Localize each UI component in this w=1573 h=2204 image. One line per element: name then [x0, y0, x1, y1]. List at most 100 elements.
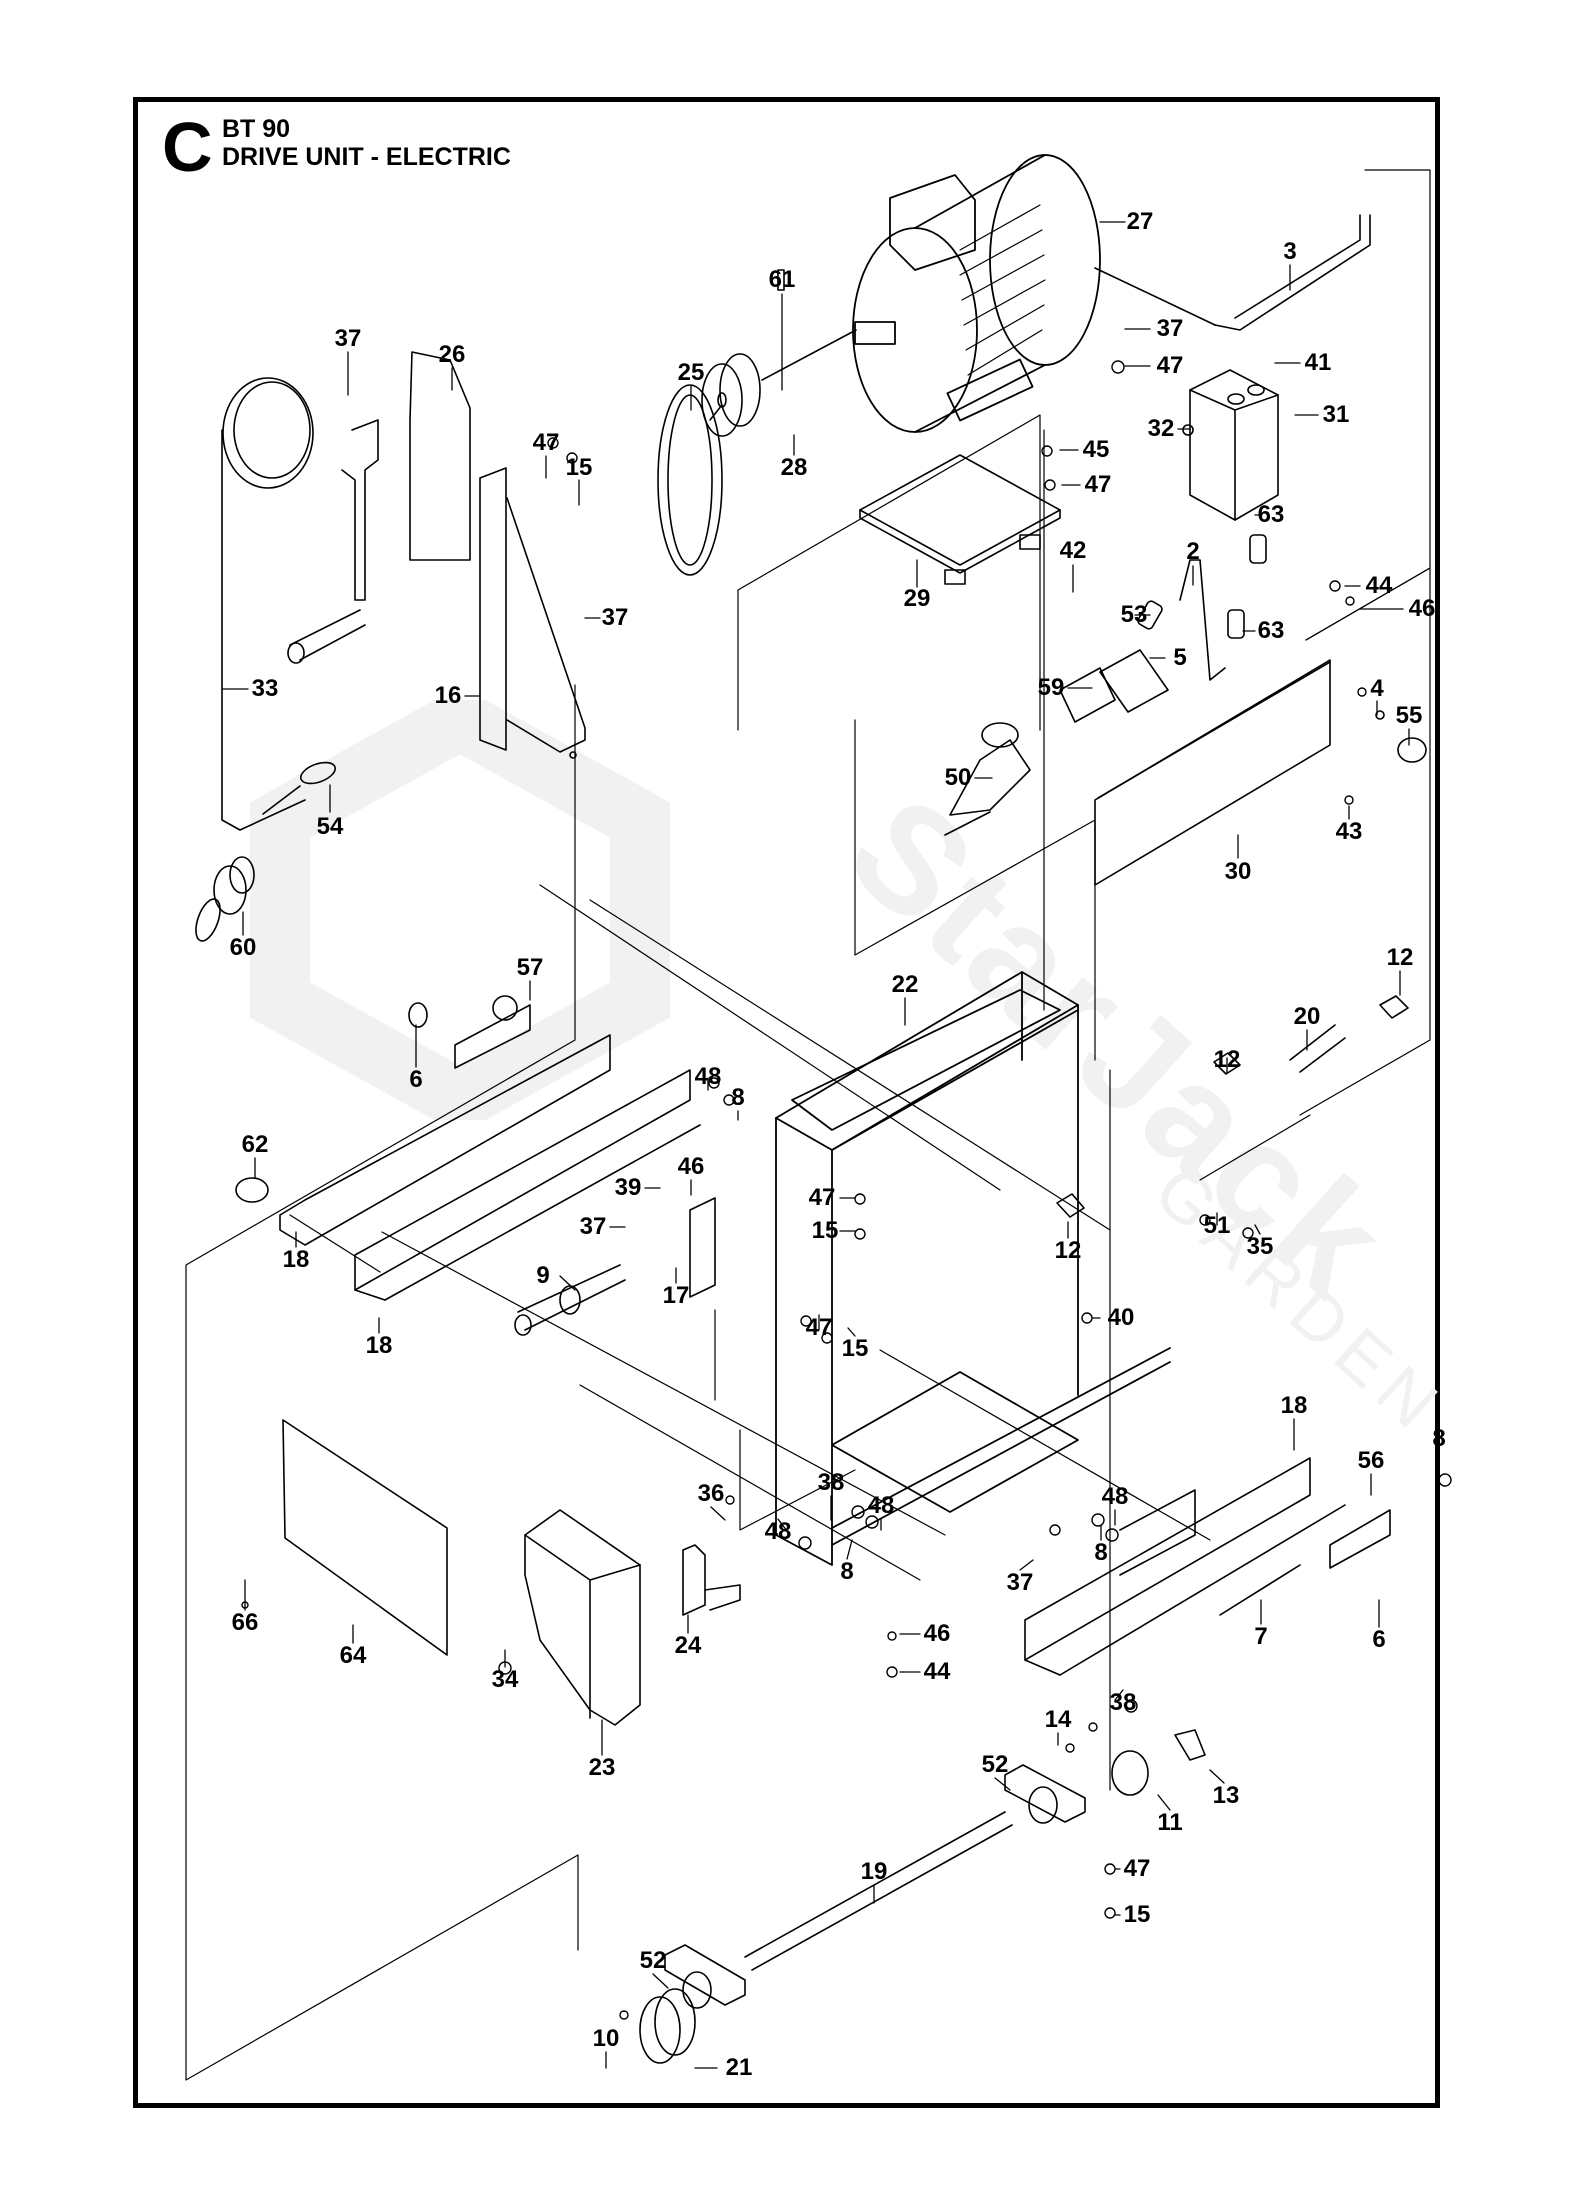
callout-37[interactable]: 37	[1006, 1569, 1034, 1596]
callout-12[interactable]: 12	[1213, 1046, 1241, 1073]
callout-16[interactable]: 16	[434, 682, 462, 709]
callout-25[interactable]: 25	[677, 359, 705, 386]
callout-52[interactable]: 52	[981, 1751, 1009, 1778]
callout-52[interactable]: 52	[639, 1947, 667, 1974]
callout-44[interactable]: 44	[923, 1658, 951, 1685]
callout-57[interactable]: 57	[516, 954, 544, 981]
callout-7[interactable]: 7	[1254, 1623, 1268, 1650]
callout-63[interactable]: 63	[1257, 501, 1285, 528]
callout-66[interactable]: 66	[231, 1609, 259, 1636]
callout-44[interactable]: 44	[1365, 572, 1393, 599]
callout-40[interactable]: 40	[1107, 1304, 1135, 1331]
callout-19[interactable]: 19	[860, 1858, 888, 1885]
callout-48[interactable]: 48	[764, 1518, 792, 1545]
callout-42[interactable]: 42	[1059, 537, 1087, 564]
callout-47[interactable]: 47	[808, 1184, 836, 1211]
callout-13[interactable]: 13	[1212, 1782, 1240, 1809]
callout-15[interactable]: 15	[565, 454, 593, 481]
callout-leaders	[221, 221, 1440, 2069]
callout-26[interactable]: 26	[438, 341, 466, 368]
callout-15[interactable]: 15	[1123, 1901, 1151, 1928]
callout-34[interactable]: 34	[491, 1666, 519, 1693]
callout-38[interactable]: 38	[1109, 1689, 1137, 1716]
callout-61[interactable]: 61	[768, 266, 796, 293]
callout-43[interactable]: 43	[1335, 818, 1363, 845]
callout-8[interactable]: 8	[840, 1558, 854, 1585]
callout-37[interactable]: 37	[334, 325, 362, 352]
callout-45[interactable]: 45	[1082, 436, 1110, 463]
callout-55[interactable]: 55	[1395, 702, 1423, 729]
callout-15[interactable]: 15	[841, 1335, 869, 1362]
callout-2[interactable]: 2	[1186, 538, 1200, 565]
group-outlines	[185, 169, 1431, 2081]
callout-64[interactable]: 64	[339, 1642, 367, 1669]
callout-60[interactable]: 60	[229, 934, 257, 961]
callout-39[interactable]: 39	[614, 1174, 642, 1201]
callout-17[interactable]: 17	[662, 1282, 690, 1309]
callout-63[interactable]: 63	[1257, 617, 1285, 644]
callout-18[interactable]: 18	[282, 1246, 310, 1273]
callout-38[interactable]: 38	[817, 1469, 845, 1496]
callout-24[interactable]: 24	[674, 1632, 702, 1659]
callout-35[interactable]: 35	[1246, 1233, 1274, 1260]
callout-20[interactable]: 20	[1293, 1003, 1321, 1030]
callout-47[interactable]: 47	[1123, 1855, 1151, 1882]
callout-62[interactable]: 62	[241, 1131, 269, 1158]
callout-47[interactable]: 47	[1084, 471, 1112, 498]
callout-22[interactable]: 22	[891, 971, 919, 998]
callout-5[interactable]: 5	[1173, 644, 1187, 671]
callout-3[interactable]: 3	[1283, 238, 1297, 265]
callout-32[interactable]: 32	[1147, 415, 1175, 442]
callout-37[interactable]: 37	[579, 1213, 607, 1240]
callout-50[interactable]: 50	[944, 764, 972, 791]
callout-18[interactable]: 18	[365, 1332, 393, 1359]
callout-48[interactable]: 48	[694, 1063, 722, 1090]
explosion-lines	[289, 429, 1311, 1791]
callout-28[interactable]: 28	[780, 454, 808, 481]
callout-54[interactable]: 54	[316, 813, 344, 840]
callout-48[interactable]: 48	[1101, 1483, 1129, 1510]
callout-8[interactable]: 8	[731, 1084, 745, 1111]
callout-10[interactable]: 10	[592, 2025, 620, 2052]
winch-drawing	[221, 351, 471, 831]
callout-37[interactable]: 37	[1156, 315, 1184, 342]
callout-48[interactable]: 48	[867, 1492, 895, 1519]
callout-14[interactable]: 14	[1044, 1706, 1072, 1733]
callout-56[interactable]: 56	[1357, 1447, 1385, 1474]
callout-6[interactable]: 6	[1372, 1626, 1386, 1653]
callout-8[interactable]: 8	[1094, 1539, 1108, 1566]
callout-23[interactable]: 23	[588, 1754, 616, 1781]
callout-46[interactable]: 46	[923, 1620, 951, 1647]
callout-9[interactable]: 9	[536, 1262, 550, 1289]
callout-47[interactable]: 47	[805, 1314, 833, 1341]
callout-37[interactable]: 37	[601, 604, 629, 631]
callout-41[interactable]: 41	[1304, 349, 1332, 376]
callout-47[interactable]: 47	[532, 429, 560, 456]
callout-6[interactable]: 6	[409, 1066, 423, 1093]
electrical-panel-drawing	[1094, 659, 1427, 886]
callout-46[interactable]: 46	[677, 1153, 705, 1180]
callout-12[interactable]: 12	[1054, 1237, 1082, 1264]
callout-47[interactable]: 47	[1156, 352, 1184, 379]
callout-8[interactable]: 8	[1432, 1425, 1446, 1452]
callout-51[interactable]: 51	[1203, 1212, 1231, 1239]
callout-18[interactable]: 18	[1280, 1392, 1308, 1419]
callout-11[interactable]: 11	[1157, 1809, 1183, 1836]
callout-4[interactable]: 4	[1370, 675, 1384, 702]
diagram-title: DRIVE UNIT - ELECTRIC	[222, 143, 511, 171]
callout-59[interactable]: 59	[1037, 674, 1065, 701]
model-title: BT 90	[222, 115, 291, 143]
callout-21[interactable]: 21	[725, 2054, 753, 2081]
switch-box-drawing	[1182, 369, 1279, 521]
motor-drawing	[852, 154, 1101, 433]
callout-53[interactable]: 53	[1120, 601, 1148, 628]
callout-30[interactable]: 30	[1224, 858, 1252, 885]
callout-36[interactable]: 36	[697, 1480, 725, 1507]
callout-31[interactable]: 31	[1322, 401, 1350, 428]
callout-27[interactable]: 27	[1126, 208, 1154, 235]
callout-15[interactable]: 15	[811, 1217, 839, 1244]
callout-46[interactable]: 46	[1408, 595, 1436, 622]
callout-33[interactable]: 33	[251, 675, 279, 702]
callout-29[interactable]: 29	[903, 585, 931, 612]
callout-12[interactable]: 12	[1386, 944, 1414, 971]
